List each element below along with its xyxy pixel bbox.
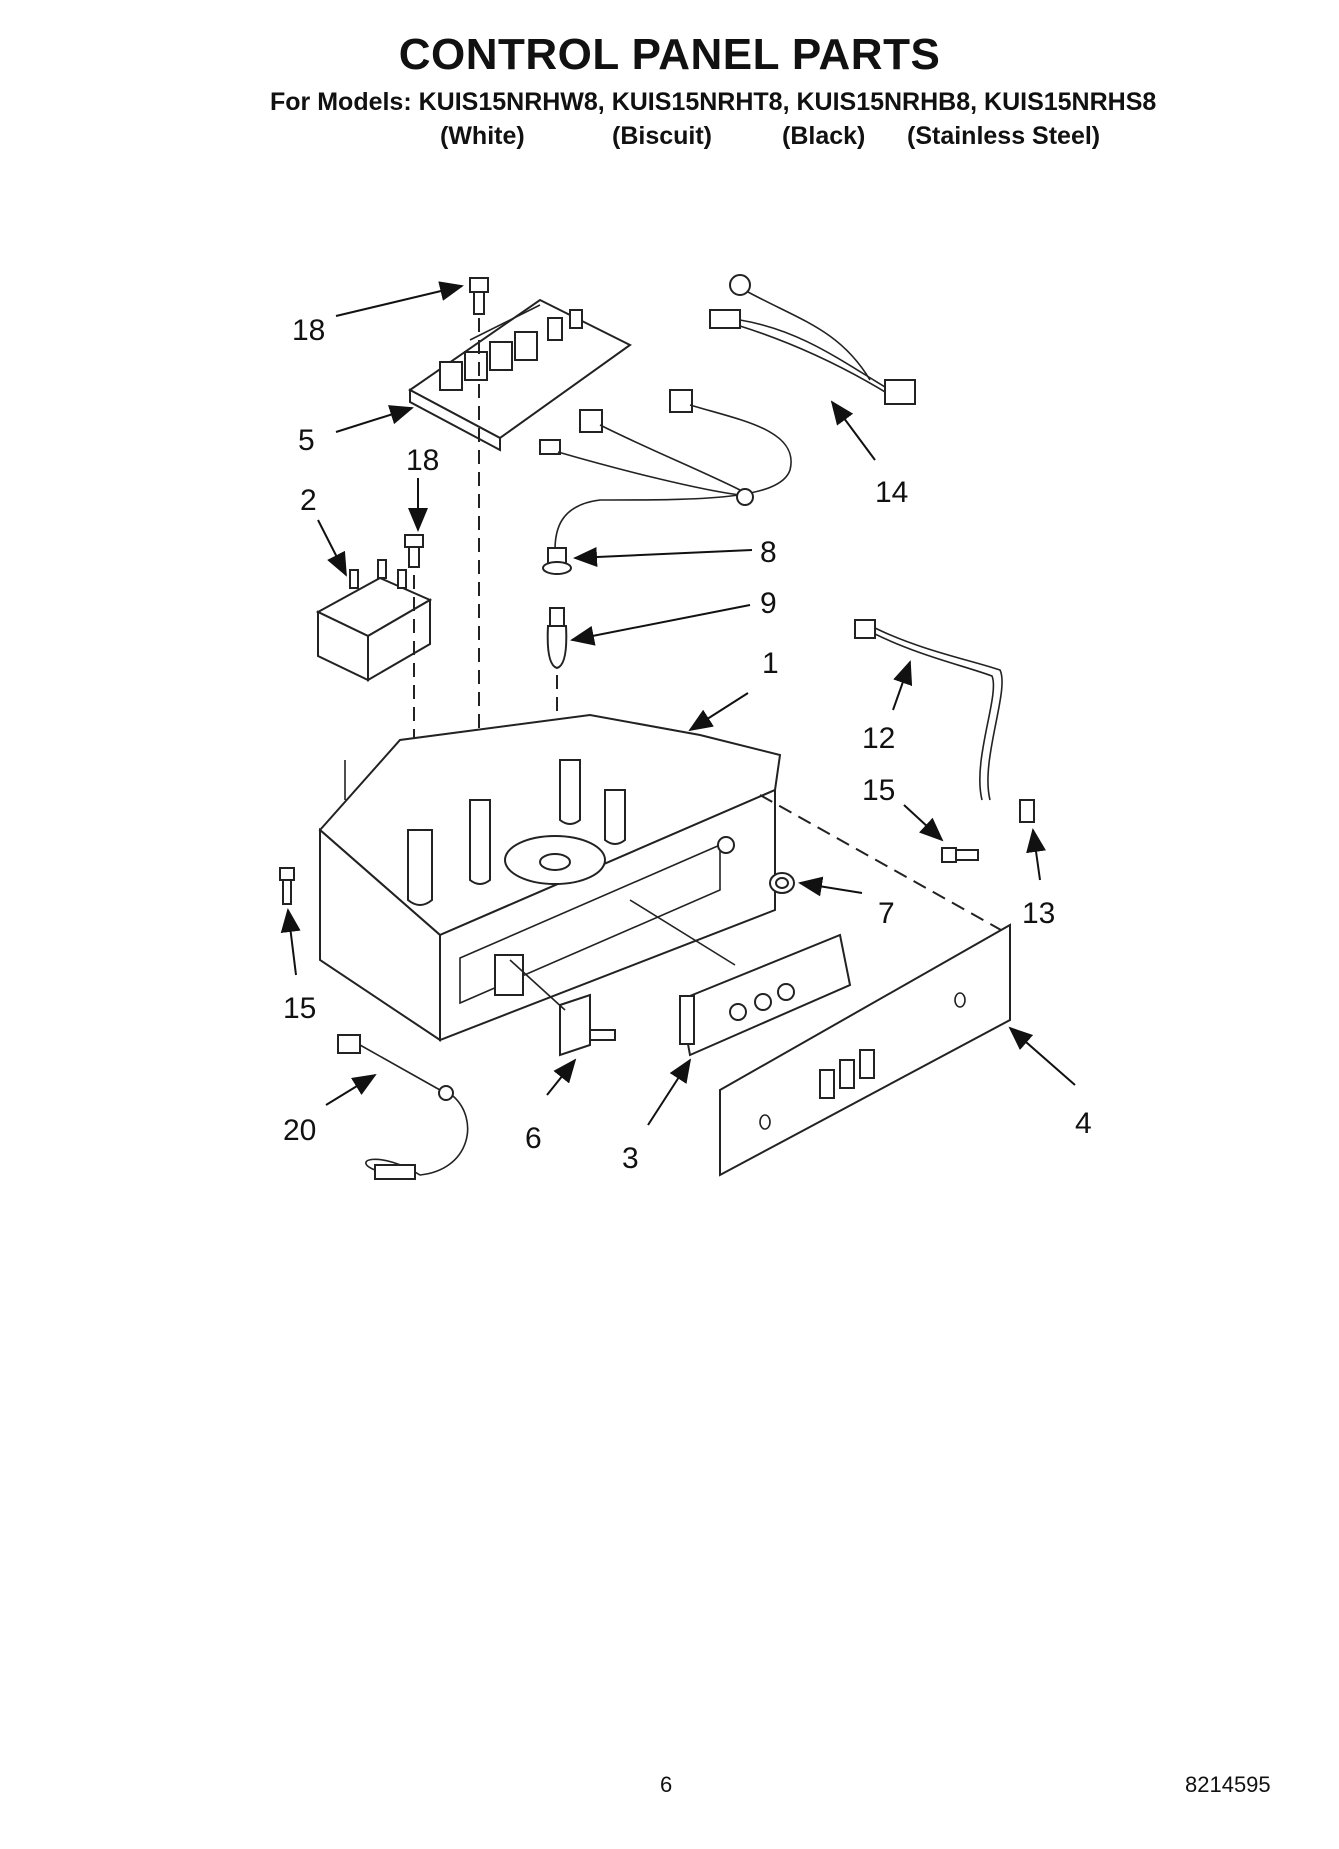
- ui-control-board-part-3: [629, 899, 852, 1057]
- models-line: For Models: KUIS15NRHW8, KUIS15NRHT8, KU…: [270, 88, 1157, 116]
- color-stainless-steel: (Stainless Steel): [907, 122, 1101, 150]
- callout-6: 6: [525, 1122, 542, 1155]
- page-title: CONTROL PANEL PARTS: [398, 30, 941, 79]
- document-number: 8214595: [1185, 1772, 1271, 1797]
- sensor-part-20: [337, 1034, 469, 1180]
- callout-15-right: 15: [862, 774, 895, 807]
- screw-part-18-top: [469, 277, 489, 315]
- callout-12: 12: [862, 722, 895, 755]
- callout-20: 20: [283, 1114, 316, 1147]
- callout-15-left: 15: [283, 992, 316, 1025]
- control-panel-overlay-part-4: [719, 923, 1011, 1177]
- wire-harness-part-14: [709, 274, 916, 405]
- control-board-part-5: [408, 298, 632, 452]
- lamp-bulb-part-9: [546, 607, 568, 670]
- door-switch-part-6: [509, 959, 616, 1057]
- callout-3: 3: [622, 1142, 639, 1175]
- callout-4: 4: [1075, 1107, 1092, 1140]
- callout-18-top: 18: [292, 314, 325, 347]
- screw-part-15-left: [279, 867, 295, 905]
- screw-part-15-right: [941, 847, 979, 863]
- ground-clip-part-13: [1019, 799, 1035, 823]
- lamp-socket-part-8: [542, 547, 572, 575]
- callout-18-lower: 18: [406, 444, 439, 477]
- screw-part-18-lower: [404, 534, 424, 568]
- wire-part-12: [854, 619, 1003, 801]
- color-biscuit: (Biscuit): [612, 122, 712, 150]
- callout-5: 5: [298, 424, 315, 457]
- lamp-harness: [539, 389, 792, 551]
- color-black: (Black): [782, 122, 866, 150]
- callout-9: 9: [760, 587, 777, 620]
- leader-lines: [280, 281, 1076, 1126]
- page-number: 6: [660, 1772, 673, 1797]
- grommet-part-7: [769, 872, 795, 894]
- color-white: (White): [440, 122, 525, 150]
- control-housing-part-1: [318, 713, 782, 1042]
- callout-8: 8: [760, 536, 777, 569]
- callout-1: 1: [762, 647, 779, 680]
- callout-7: 7: [878, 897, 895, 930]
- callout-2: 2: [300, 484, 317, 517]
- callout-13: 13: [1022, 897, 1055, 930]
- callout-14: 14: [875, 476, 908, 509]
